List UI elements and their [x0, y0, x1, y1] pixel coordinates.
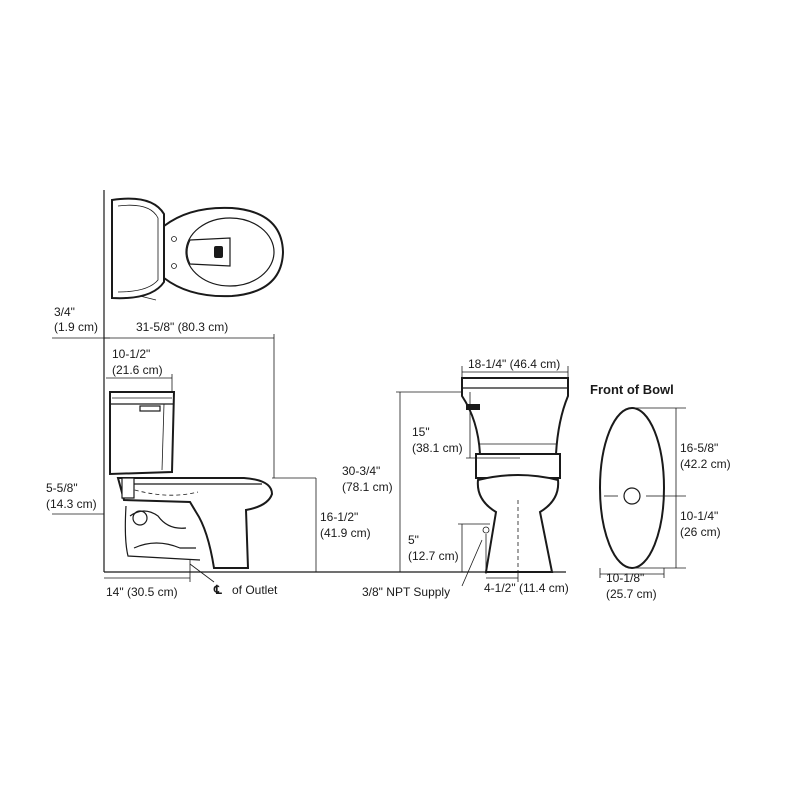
- tank-height-cm: (38.1 cm): [412, 441, 463, 455]
- centerline-symbol: ℄: [213, 583, 222, 597]
- side-view-flush-lever: [139, 405, 161, 412]
- outlet-label: of Outlet: [232, 583, 278, 597]
- supply-type: 3/8" NPT Supply: [362, 585, 450, 599]
- supply-height-in: 5-5/8": [46, 481, 78, 495]
- side-view-supply-valve: [121, 477, 135, 499]
- supply-floor-cm: (12.7 cm): [408, 549, 459, 563]
- front-view-tank: [461, 377, 569, 455]
- wall-clearance-cm: (1.9 cm): [54, 320, 98, 334]
- supply-height-cm: (14.3 cm): [46, 497, 97, 511]
- side-view-tank: [109, 391, 176, 476]
- front-of-bowl-title: Front of Bowl: [590, 382, 674, 397]
- overall-height-cm: (78.1 cm): [342, 480, 393, 494]
- dimension-labels: 3/4" (1.9 cm) 31-5/8" (80.3 cm) 10-1/2" …: [46, 305, 731, 601]
- side-view-trapway: [124, 505, 201, 561]
- side-view: [109, 391, 274, 569]
- supply-offset: 4-1/2" (11.4 cm): [484, 581, 569, 595]
- top-view-bowl-opening: [185, 217, 275, 287]
- bowl-length-cm: (42.2 cm): [680, 457, 731, 471]
- bowl-footprint: [599, 407, 665, 569]
- top-view-tank: [111, 197, 165, 300]
- bowl-width-in: 10-1/8": [606, 571, 644, 585]
- supply-floor-in: 5": [408, 533, 419, 547]
- tank-depth-in: 10-1/2": [112, 347, 150, 361]
- tank-height-in: 15": [412, 425, 430, 439]
- overall-length: 31-5/8" (80.3 cm): [136, 320, 228, 334]
- top-view: [111, 197, 285, 301]
- bowl-rear-in: 10-1/4": [680, 509, 718, 523]
- top-view-trapway: [186, 237, 231, 267]
- dimension-lines: [52, 334, 686, 587]
- bowl-outlet-circle: [623, 487, 641, 505]
- rim-height-cm: (41.9 cm): [320, 526, 371, 540]
- wall-clearance-in: 3/4": [54, 305, 75, 319]
- rough-in: 14" (30.5 cm): [106, 585, 178, 599]
- rim-height-in: 16-1/2": [320, 510, 358, 524]
- side-view-bowl: [116, 477, 274, 569]
- overall-height-in: 30-3/4": [342, 464, 380, 478]
- tank-width: 18-1/4" (46.4 cm): [468, 357, 560, 371]
- front-view-seat: [475, 453, 561, 479]
- bowl-length-in: 16-5/8": [680, 441, 718, 455]
- bowl-rear-cm: (26 cm): [680, 525, 721, 539]
- tank-depth-cm: (21.6 cm): [112, 363, 163, 377]
- front-view-flush-lever: [466, 404, 480, 410]
- front-view: [461, 377, 569, 573]
- bowl-width-cm: (25.7 cm): [606, 587, 657, 601]
